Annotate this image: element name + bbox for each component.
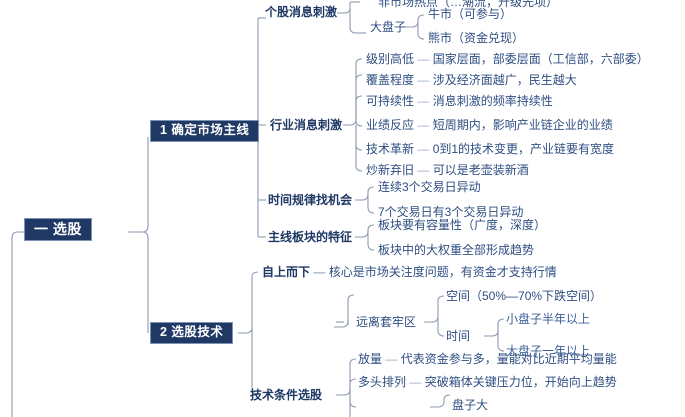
node-fei-shichang-redian-label: 非市场热点（…潮流，升级先项） bbox=[378, 0, 559, 9]
node-niushi[interactable]: 牛市（可参与） bbox=[428, 8, 512, 20]
node-shijian-guilv-label: 时间规律找机会 bbox=[268, 193, 353, 207]
node-jishu-gexin-label: 技术革新 bbox=[366, 142, 415, 156]
dash-separator: — bbox=[417, 73, 430, 87]
node-zhuxian-bankuai-1[interactable]: 板块要有容量性（广度，深度） bbox=[378, 219, 546, 231]
node-zishang-erxia-label: 自上而下 bbox=[262, 265, 311, 279]
node-xiongshi-label: 熊市（资金兑现） bbox=[428, 31, 525, 45]
node-niushi-label: 牛市（可参与） bbox=[428, 7, 513, 21]
branch-node-2[interactable]: 2 选股技术 bbox=[150, 322, 234, 344]
node-kongjian-label: 空间（50%—70%下跌空间） bbox=[446, 289, 603, 303]
node-shijian-guilv[interactable]: 时间规律找机会 bbox=[268, 194, 352, 206]
node-yuanli-taolaoqu-label: 远离套牢区 bbox=[356, 315, 417, 329]
node-jishu-gexin[interactable]: 技术革新 — 0到1的技术变更，产业链要有宽度 bbox=[366, 143, 614, 155]
dash-separator: — bbox=[417, 118, 430, 132]
node-shijian-guilv-1[interactable]: 连续3个交易日异动 bbox=[378, 181, 481, 193]
node-jishu-tiaojian-xuangu[interactable]: 技术条件选股 bbox=[250, 389, 322, 401]
node-duotou-pailie-label: 多头排列 bbox=[358, 375, 407, 389]
node-hangye-xiaoxi-ciji[interactable]: 行业消息刺激 bbox=[270, 119, 342, 131]
node-kechixuxing[interactable]: 可持续性 — 消息刺激的频率持续性 bbox=[366, 95, 553, 107]
node-fugai-chengdu-label: 覆盖程度 bbox=[366, 73, 415, 87]
node-chaoxin-qijiu[interactable]: 炒新弃旧 — 可以是老壶装新酒 bbox=[366, 164, 529, 176]
node-yuanli-taolaoqu[interactable]: 远离套牢区 bbox=[356, 316, 416, 328]
node-jibie-gaodi[interactable]: 级别高低 — 国家层面，部委层面（工信部，六部委） bbox=[366, 53, 649, 65]
node-chaoxin-qijiu-label: 炒新弃旧 bbox=[366, 163, 415, 177]
node-shijian[interactable]: 时间 bbox=[446, 330, 470, 342]
node-fugai-chengdu[interactable]: 覆盖程度 — 涉及经济面越广，民生越大 bbox=[366, 74, 577, 86]
dash-separator: — bbox=[409, 375, 422, 389]
node-yeji-fanying-desc: 短周期内，影响产业链企业的业绩 bbox=[432, 118, 613, 132]
node-panzi-da-label: 盘子大 bbox=[452, 398, 489, 412]
node-yeji-fanying[interactable]: 业绩反应 — 短周期内，影响产业链企业的业绩 bbox=[366, 119, 613, 131]
node-jishu-tiaojian-xuangu-label: 技术条件选股 bbox=[250, 388, 323, 402]
node-duotou-pailie-desc: 突破箱体关键压力位，开始向上趋势 bbox=[424, 375, 617, 389]
node-kongjian[interactable]: 空间（50%—70%下跌空间） bbox=[446, 290, 602, 302]
node-dapanzi-yinian[interactable]: 大盘子一年以上 bbox=[506, 345, 590, 357]
node-duotou-pailie[interactable]: 多头排列 — 突破箱体关键压力位，开始向上趋势 bbox=[358, 376, 617, 388]
node-zhuxian-bankuai-label: 主线板块的特征 bbox=[268, 230, 353, 244]
branch-node-1[interactable]: 1 确定市场主线 bbox=[150, 120, 260, 142]
dash-separator: — bbox=[385, 352, 398, 366]
dash-separator: — bbox=[417, 163, 430, 177]
node-zishang-erxia-desc: 核心是市场关注度问题，有资金才支持行情 bbox=[328, 265, 557, 279]
node-dapanzi-label: 大盘子 bbox=[370, 20, 407, 34]
node-shijian-guilv-2-label: 7个交易日有3个交易日异动 bbox=[378, 205, 524, 219]
node-fangliang-desc: 代表资金参与多，量能对比近期平均量能 bbox=[400, 352, 617, 366]
node-chaoxin-qijiu-desc: 可以是老壶装新酒 bbox=[432, 163, 529, 177]
node-yeji-fanying-label: 业绩反应 bbox=[366, 118, 415, 132]
dash-separator: — bbox=[417, 142, 430, 156]
node-fei-shichang-redian[interactable]: 非市场热点（…潮流，升级先项） bbox=[378, 0, 558, 8]
dash-separator: — bbox=[313, 265, 326, 279]
branch-node-2-label: 2 选股技术 bbox=[160, 325, 224, 339]
node-kechixuxing-desc: 消息刺激的频率持续性 bbox=[432, 94, 553, 108]
node-dapanzi[interactable]: 大盘子 bbox=[370, 21, 406, 33]
node-fangliang-label: 放量 bbox=[358, 352, 383, 366]
node-fugai-chengdu-desc: 涉及经济面越广，民生越大 bbox=[432, 73, 577, 87]
node-jishu-gexin-desc: 0到1的技术变更，产业链要有宽度 bbox=[432, 142, 615, 156]
node-shijian-guilv-2[interactable]: 7个交易日有3个交易日异动 bbox=[378, 206, 523, 218]
node-hangye-xiaoxi-ciji-label: 行业消息刺激 bbox=[270, 118, 343, 132]
node-zhuxian-bankuai-1-label: 板块要有容量性（广度，深度） bbox=[378, 218, 547, 232]
node-shijian-guilv-1-label: 连续3个交易日异动 bbox=[378, 180, 481, 194]
node-zhuxian-bankuai[interactable]: 主线板块的特征 bbox=[268, 231, 352, 243]
root-node[interactable]: 一 选股 bbox=[24, 218, 92, 241]
node-xiaopanzi-label: 小盘子半年以上 bbox=[506, 312, 591, 326]
node-zishang-erxia[interactable]: 自上而下 — 核心是市场关注度问题，有资金才支持行情 bbox=[262, 266, 557, 278]
root-node-label: 一 选股 bbox=[34, 221, 82, 237]
node-dapanzi-yinian-label: 大盘子一年以上 bbox=[506, 344, 591, 358]
node-panzi-da[interactable]: 盘子大 bbox=[452, 399, 488, 411]
node-xiaopanzi[interactable]: 小盘子半年以上 bbox=[506, 313, 590, 325]
node-gegu-xiaoxi-ciji-label: 个股消息刺激 bbox=[265, 5, 338, 19]
node-fangliang[interactable]: 放量 — 代表资金参与多，量能对比近期平均量能 bbox=[358, 353, 617, 365]
node-xiongshi[interactable]: 熊市（资金兑现） bbox=[428, 32, 524, 44]
dash-separator: — bbox=[417, 52, 430, 66]
node-zhuxian-bankuai-2-label: 板块中的大权重全部形成趋势 bbox=[378, 243, 535, 257]
node-zhuxian-bankuai-2[interactable]: 板块中的大权重全部形成趋势 bbox=[378, 244, 534, 256]
dash-separator: — bbox=[417, 94, 430, 108]
branch-node-1-label: 1 确定市场主线 bbox=[160, 123, 250, 137]
node-kechixuxing-label: 可持续性 bbox=[366, 94, 415, 108]
node-gegu-xiaoxi-ciji[interactable]: 个股消息刺激 bbox=[265, 6, 337, 18]
node-shijian-label: 时间 bbox=[446, 329, 471, 343]
node-jibie-gaodi-desc: 国家层面，部委层面（工信部，六部委） bbox=[432, 52, 649, 66]
node-jibie-gaodi-label: 级别高低 bbox=[366, 52, 415, 66]
